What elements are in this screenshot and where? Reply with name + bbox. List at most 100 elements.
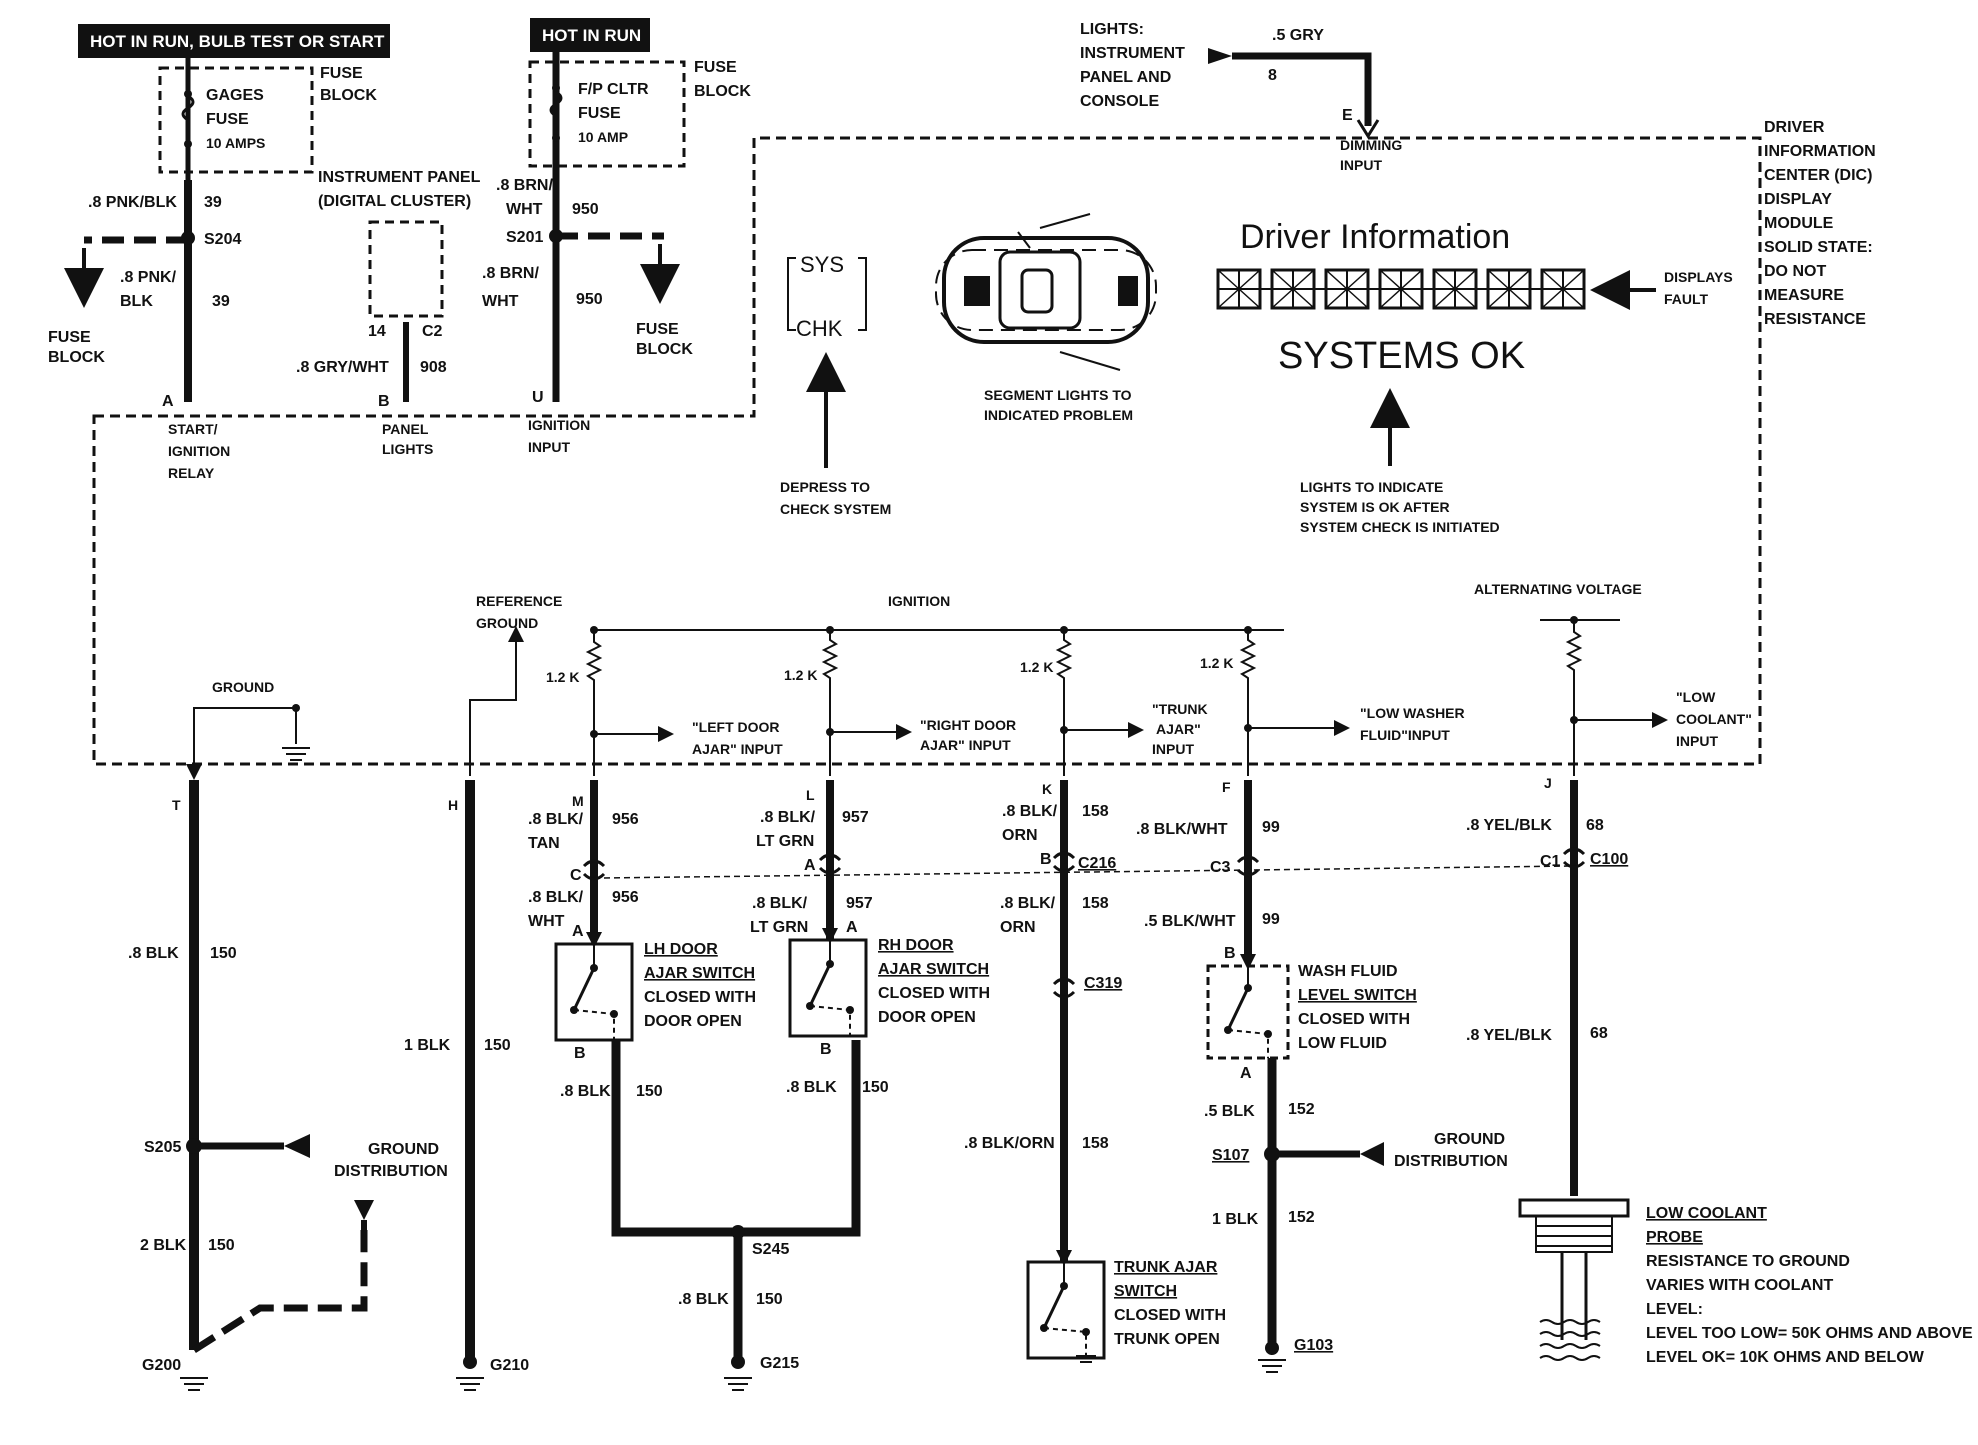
svg-text:957: 957 bbox=[846, 895, 873, 912]
svg-text:C100: C100 bbox=[1590, 851, 1628, 868]
svg-text:150: 150 bbox=[484, 1037, 511, 1054]
svg-text:.8 BLK/ORN: .8 BLK/ORN bbox=[964, 1135, 1055, 1152]
svg-text:COOLANT": COOLANT" bbox=[1676, 711, 1752, 727]
svg-text:START/: START/ bbox=[168, 421, 218, 437]
circuit-k: K .8 BLK/ ORN 158 B C216 .8 BLK/ ORN 158… bbox=[964, 780, 1226, 1363]
svg-text:DISPLAYS: DISPLAYS bbox=[1664, 269, 1733, 285]
svg-text:G215: G215 bbox=[760, 1355, 799, 1372]
svg-text:INPUT: INPUT bbox=[528, 439, 570, 455]
svg-text:G103: G103 bbox=[1294, 1337, 1333, 1354]
svg-text:152: 152 bbox=[1288, 1209, 1315, 1226]
sys-chk-button: SYS CHK DEPRESS TO CHECK SYSTEM bbox=[780, 252, 891, 517]
svg-text:"LOW WASHER: "LOW WASHER bbox=[1360, 705, 1465, 721]
segment-display bbox=[1216, 268, 1586, 310]
svg-text:AJAR SWITCH: AJAR SWITCH bbox=[644, 965, 755, 982]
svg-text:PROBE: PROBE bbox=[1646, 1229, 1703, 1246]
svg-text:DISTRIBUTION: DISTRIBUTION bbox=[1394, 1153, 1508, 1170]
svg-text:CLOSED WITH: CLOSED WITH bbox=[1298, 1011, 1410, 1028]
svg-text:ORN: ORN bbox=[1000, 919, 1036, 936]
svg-text:C: C bbox=[570, 867, 582, 884]
svg-text:A: A bbox=[572, 923, 584, 940]
svg-text:150: 150 bbox=[636, 1083, 663, 1100]
svg-text:INDICATED PROBLEM: INDICATED PROBLEM bbox=[984, 407, 1133, 423]
svg-text:LEVEL SWITCH: LEVEL SWITCH bbox=[1298, 987, 1417, 1004]
svg-text:"TRUNK: "TRUNK bbox=[1152, 701, 1208, 717]
svg-text:8: 8 bbox=[1268, 67, 1277, 84]
svg-text:M: M bbox=[572, 793, 584, 809]
header-hot-run-bulb: HOT IN RUN, BULB TEST OR START bbox=[78, 24, 390, 58]
svg-text:FLUID"INPUT: FLUID"INPUT bbox=[1360, 727, 1450, 743]
svg-text:J: J bbox=[1544, 775, 1552, 791]
svg-text:1.2 K: 1.2 K bbox=[1200, 655, 1233, 671]
svg-text:.8 BLK/: .8 BLK/ bbox=[760, 809, 816, 826]
circuit-950: .8 BRN/ WHT 950 S201 FUSE BLOCK .8 BRN/ … bbox=[482, 177, 693, 358]
svg-text:(DIGITAL CLUSTER): (DIGITAL CLUSTER) bbox=[318, 193, 471, 210]
svg-text:WHT: WHT bbox=[528, 913, 565, 930]
svg-text:RELAY: RELAY bbox=[168, 465, 215, 481]
svg-text:C216: C216 bbox=[1078, 855, 1116, 872]
svg-text:.5 BLK/WHT: .5 BLK/WHT bbox=[1144, 913, 1236, 930]
svg-text:TAN: TAN bbox=[528, 835, 560, 852]
circuit-m: M .8 BLK/ TAN 956 C .8 BLK/ WHT 956 A B … bbox=[528, 780, 861, 1237]
svg-text:AJAR" INPUT: AJAR" INPUT bbox=[920, 737, 1011, 753]
svg-text:C2: C2 bbox=[422, 323, 443, 340]
svg-text:.8 BLK/: .8 BLK/ bbox=[528, 811, 584, 828]
svg-text:.8 BLK: .8 BLK bbox=[678, 1291, 729, 1308]
svg-text:"LEFT DOOR: "LEFT DOOR bbox=[692, 719, 780, 735]
svg-text:A: A bbox=[1240, 1065, 1252, 1082]
svg-text:.8 PNK/: .8 PNK/ bbox=[120, 269, 177, 286]
svg-text:B: B bbox=[820, 1041, 832, 1058]
svg-text:BLK: BLK bbox=[120, 293, 153, 310]
svg-text:A: A bbox=[846, 919, 858, 936]
svg-text:Driver Information: Driver Information bbox=[1240, 218, 1510, 256]
svg-text:39: 39 bbox=[204, 194, 222, 211]
svg-text:.8 BLK: .8 BLK bbox=[128, 945, 179, 962]
svg-text:99: 99 bbox=[1262, 819, 1280, 836]
svg-text:INFORMATION: INFORMATION bbox=[1764, 143, 1876, 160]
svg-text:SYSTEM CHECK IS INITIATED: SYSTEM CHECK IS INITIATED bbox=[1300, 519, 1500, 535]
svg-text:DRIVER: DRIVER bbox=[1764, 119, 1825, 136]
svg-text:10 AMP: 10 AMP bbox=[578, 129, 628, 145]
svg-text:S204: S204 bbox=[204, 231, 241, 248]
svg-text:S205: S205 bbox=[144, 1139, 181, 1156]
svg-text:908: 908 bbox=[420, 359, 447, 376]
svg-text:LT GRN: LT GRN bbox=[750, 919, 808, 936]
svg-text:BLOCK: BLOCK bbox=[636, 341, 693, 358]
svg-text:99: 99 bbox=[1262, 911, 1280, 928]
svg-text:LEVEL:: LEVEL: bbox=[1646, 1301, 1703, 1318]
svg-text:T: T bbox=[172, 797, 181, 813]
svg-text:158: 158 bbox=[1082, 895, 1109, 912]
svg-text:"RIGHT DOOR: "RIGHT DOOR bbox=[920, 717, 1016, 733]
svg-text:956: 956 bbox=[612, 889, 639, 906]
svg-text:FUSE: FUSE bbox=[694, 59, 737, 76]
svg-text:AJAR SWITCH: AJAR SWITCH bbox=[878, 961, 989, 978]
svg-text:DOOR OPEN: DOOR OPEN bbox=[878, 1009, 976, 1026]
svg-text:B: B bbox=[1224, 945, 1236, 962]
svg-text:LH DOOR: LH DOOR bbox=[644, 941, 718, 958]
svg-text:.8 YEL/BLK: .8 YEL/BLK bbox=[1466, 817, 1552, 834]
svg-text:.8 GRY/WHT: .8 GRY/WHT bbox=[296, 359, 389, 376]
circuit-l: L .8 BLK/ LT GRN 957 A .8 BLK/ LT GRN 95… bbox=[678, 780, 990, 1391]
circuit-t: T .8 BLK 150 S205 GROUND DISTRIBUTION 2 … bbox=[128, 780, 448, 1391]
svg-text:INSTRUMENT: INSTRUMENT bbox=[1080, 45, 1185, 62]
svg-text:ALTERNATING VOLTAGE: ALTERNATING VOLTAGE bbox=[1474, 581, 1642, 597]
svg-text:GAGES: GAGES bbox=[206, 87, 264, 104]
svg-text:B: B bbox=[574, 1045, 586, 1062]
svg-text:LOW FLUID: LOW FLUID bbox=[1298, 1035, 1387, 1052]
svg-text:GROUND: GROUND bbox=[212, 679, 274, 695]
svg-text:150: 150 bbox=[210, 945, 237, 962]
svg-text:.8 PNK/BLK: .8 PNK/BLK bbox=[88, 194, 177, 211]
header-hot-run: HOT IN RUN bbox=[530, 18, 650, 52]
svg-text:.8 BLK/: .8 BLK/ bbox=[1002, 803, 1058, 820]
svg-text:FAULT: FAULT bbox=[1664, 291, 1709, 307]
svg-text:14: 14 bbox=[368, 323, 386, 340]
dimming-input: LIGHTS: INSTRUMENT PANEL AND CONSOLE .5 … bbox=[1080, 21, 1402, 173]
svg-text:LEVEL OK= 10K OHMS AND BELOW: LEVEL OK= 10K OHMS AND BELOW bbox=[1646, 1349, 1925, 1366]
svg-text:BLOCK: BLOCK bbox=[694, 83, 751, 100]
svg-text:CHK: CHK bbox=[796, 316, 843, 341]
svg-text:SWITCH: SWITCH bbox=[1114, 1283, 1177, 1300]
svg-text:68: 68 bbox=[1586, 817, 1604, 834]
svg-text:RESISTANCE TO GROUND: RESISTANCE TO GROUND bbox=[1646, 1253, 1850, 1270]
svg-text:E: E bbox=[1342, 107, 1353, 124]
